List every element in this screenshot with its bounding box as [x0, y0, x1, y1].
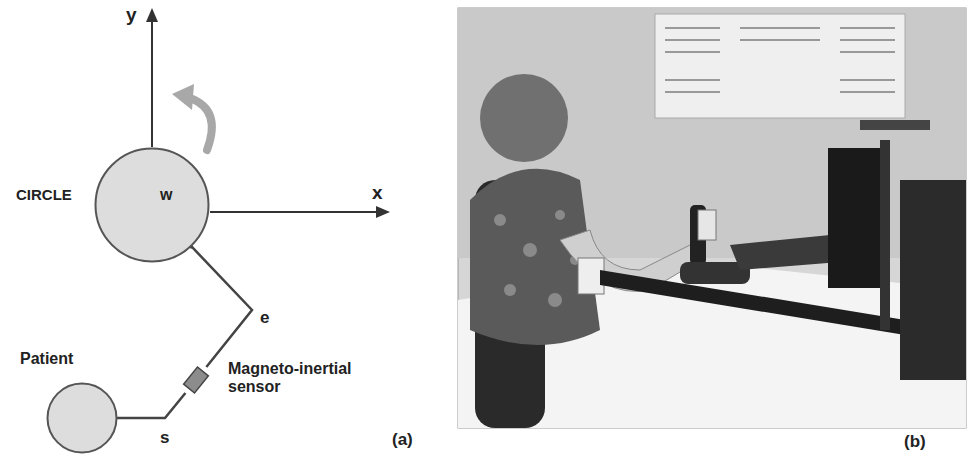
sensor-box-shape [184, 367, 209, 393]
circle-target-shape [96, 149, 209, 262]
sensor-box-outline [185, 373, 207, 387]
rotation-arrow-head [172, 84, 194, 110]
x-axis [210, 211, 378, 213]
sensor-box: Magneto-inertial sensor [185, 373, 207, 387]
sensor-label-box: Magneto-inertial sensor [228, 360, 368, 397]
patient-label-box: Patient [20, 350, 73, 368]
axis-label: x [372, 182, 383, 204]
y-axis-head [146, 8, 158, 22]
wrist-label: w [160, 186, 172, 204]
circle-target-outline [94, 147, 210, 263]
panel-label: (a) [392, 430, 413, 450]
rotation-arrow [190, 98, 212, 150]
panel-label: (b) [904, 432, 926, 452]
arm-segment [191, 246, 252, 367]
x-axis-head [376, 206, 390, 218]
panel-label-box: (b) [904, 432, 926, 452]
panel-label-box: (a) [392, 430, 413, 450]
arm-segment [117, 393, 186, 418]
wrist-label-box: w [160, 186, 172, 204]
patient-circle-outline [46, 382, 118, 454]
joint-label: s [160, 428, 169, 448]
joint-label: e [260, 308, 269, 328]
axis-label-box: y [126, 4, 137, 26]
patient-circle-shape [48, 384, 117, 453]
photo [458, 8, 966, 428]
circle-label-box: CIRCLE [16, 186, 72, 203]
joint-label-box: e [260, 308, 269, 328]
circle-label: CIRCLE [16, 186, 72, 203]
patient-label: Patient [20, 350, 73, 368]
axis-label-box: x [372, 182, 383, 204]
circle-target: CIRCLEw [94, 147, 210, 263]
axis-label: y [126, 4, 137, 26]
sensor-label: Magneto-inertial sensor [228, 360, 368, 397]
y-axis [151, 20, 153, 147]
joint-label-box: s [160, 428, 169, 448]
patient-circle: Patient [46, 382, 118, 454]
